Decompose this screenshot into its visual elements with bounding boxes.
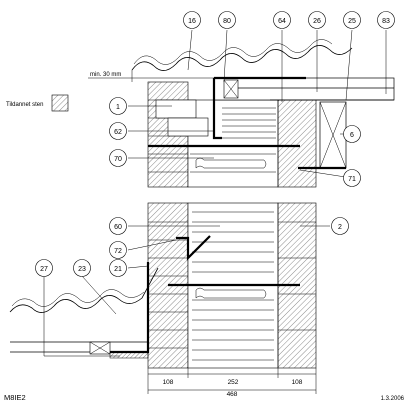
callout-64: 64	[273, 11, 291, 29]
callout-26: 26	[308, 11, 326, 29]
drawing-code: M8IE2	[4, 393, 26, 402]
callout-16-label: 16	[188, 18, 196, 25]
callout-26-label: 26	[313, 18, 321, 25]
callout-27: 27	[35, 259, 53, 277]
roof-tiles-lower	[9, 267, 159, 313]
min-30-label: min. 30 mm	[90, 72, 121, 78]
callout-21-label: 21	[114, 266, 122, 273]
callout-6: 6	[343, 125, 361, 143]
callout-25-label: 25	[348, 18, 356, 25]
callout-1: 1	[109, 97, 127, 115]
callout-1-label: 1	[116, 104, 120, 111]
inner-brick-leaf-upper	[277, 99, 317, 188]
callout-80-label: 80	[223, 18, 231, 25]
flashing-lower	[100, 262, 150, 354]
dimension-108-left: 108	[163, 379, 174, 386]
flashing-upper	[212, 78, 222, 140]
roof-beam	[213, 77, 395, 101]
upper-detail	[88, 39, 395, 188]
callout-64-label: 64	[278, 18, 286, 25]
dimension-lines	[147, 368, 317, 394]
callout-25: 25	[343, 11, 361, 29]
callout-23-label: 23	[78, 266, 86, 273]
callout-16: 16	[183, 11, 201, 29]
callout-83: 83	[377, 11, 395, 29]
leader-lines	[43, 29, 387, 357]
insulation-upper	[187, 99, 279, 188]
roof-tiles-upper	[131, 45, 353, 71]
callout-71-label: 71	[348, 176, 356, 183]
callout-70-label: 70	[114, 156, 122, 163]
callout-70: 70	[109, 149, 127, 167]
callout-2-label: 2	[338, 224, 342, 231]
wall-tie	[176, 235, 211, 261]
callout-2: 2	[331, 217, 349, 235]
callout-27-label: 27	[40, 266, 48, 273]
callout-6-label: 6	[350, 132, 354, 139]
dimension-total: 468	[227, 391, 238, 398]
callout-60: 60	[109, 217, 127, 235]
callout-62: 62	[109, 122, 127, 140]
callout-83-label: 83	[382, 18, 390, 25]
callout-60-label: 60	[114, 224, 122, 231]
insulation-courses-lower	[192, 211, 274, 361]
dimension-252: 252	[228, 379, 239, 386]
tildannet-label: Tildannet sten	[6, 102, 43, 108]
outer-leaf-courses-lower	[148, 221, 188, 349]
lower-detail	[9, 202, 317, 394]
callout-21: 21	[109, 259, 127, 277]
callout-80: 80	[218, 11, 236, 29]
callout-72-label: 72	[114, 248, 122, 255]
callout-23: 23	[73, 259, 91, 277]
callout-62-label: 62	[114, 129, 122, 136]
drawing-date: 1.3.2006	[381, 396, 405, 402]
callout-71: 71	[343, 169, 361, 187]
legend-swatch-hatch	[51, 94, 69, 112]
callout-72: 72	[109, 241, 127, 259]
dimension-108-right: 108	[292, 379, 303, 386]
